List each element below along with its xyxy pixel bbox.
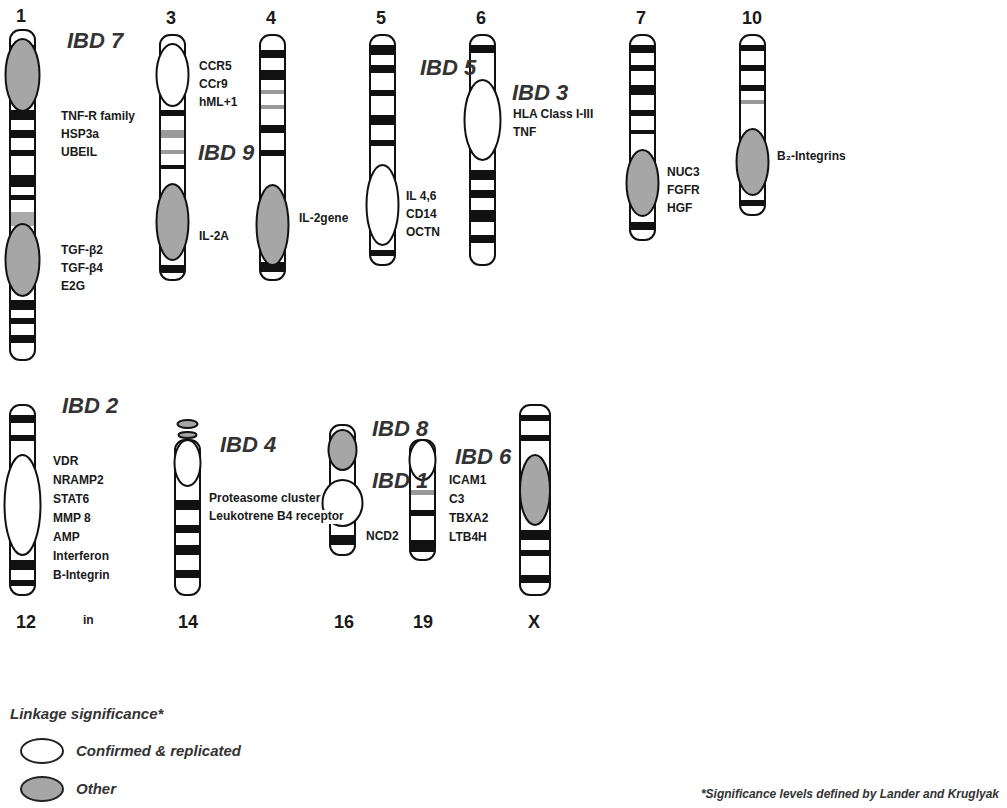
gene-label: HGF: [666, 202, 693, 216]
chromosome-number: 6: [476, 8, 486, 29]
chromosome: [520, 405, 550, 595]
chromosome-number: 1: [16, 6, 26, 27]
locus-label: IBD 1: [372, 468, 428, 493]
gene-label: IL 4,6: [405, 190, 437, 204]
locus-label: IBD 5: [420, 55, 476, 80]
gene-label: Interferon: [52, 550, 110, 564]
chromosome: [323, 425, 363, 555]
locus-label: IBD 4: [220, 432, 276, 457]
gene-label: HLA Class I-III: [512, 108, 594, 122]
chromosome-number: 7: [636, 8, 646, 29]
locus-label: IBD 9: [198, 140, 254, 165]
chromosome: [410, 440, 436, 560]
gene-label: LTB4H: [448, 531, 488, 545]
gene-label: CCR5: [198, 60, 233, 74]
gene-label: NUC3: [666, 166, 701, 180]
chromosome-number: 16: [334, 612, 354, 633]
gene-label: B-Integrin: [52, 569, 111, 583]
legend-title: Linkage significance*: [10, 705, 163, 722]
gene-label: NRAMP2: [52, 474, 105, 488]
gene-label: HSP3a: [60, 128, 100, 142]
locus-label: IBD 8: [372, 416, 428, 441]
gene-label: CCr9: [198, 78, 229, 92]
gene-label: AMP: [52, 531, 81, 545]
gene-label: TNF: [512, 126, 537, 140]
chromosome-number: 12: [16, 612, 36, 633]
locus-label: IBD 6: [455, 444, 511, 469]
chromosome: [367, 35, 399, 265]
legend-swatch: [20, 738, 64, 764]
chromosome-number: 3: [166, 8, 176, 29]
gene-label: Proteasome cluster: [208, 492, 321, 506]
locus-label: IBD 3: [512, 80, 568, 105]
footnote: *Significance levels defined by Lander a…: [701, 788, 999, 802]
locus-label: IBD 2: [62, 393, 118, 418]
chromosome-number: X: [528, 612, 540, 633]
legend-text: Confirmed & replicated: [76, 742, 241, 759]
gene-label: hML+1: [198, 96, 238, 110]
chromosome-number: 10: [742, 8, 762, 29]
gene-label: TGF-β4: [60, 262, 104, 276]
gene-label: Leukotrene B4 receptor: [208, 510, 345, 524]
chromosome: [157, 35, 189, 280]
gene-label: IL-2A: [198, 230, 230, 244]
gene-label: UBEIL: [60, 146, 98, 160]
gene-label: STAT6: [52, 493, 90, 507]
chromosome: [6, 30, 40, 360]
chromosome-number: 5: [376, 8, 386, 29]
gene-label: TGF-β2: [60, 244, 104, 258]
gene-label: MMP 8: [52, 512, 92, 526]
chromosome: [257, 35, 289, 280]
chromosome-number: 19: [413, 612, 433, 633]
chromosome-number: 4: [266, 8, 276, 29]
gene-label: ICAM1: [448, 474, 487, 488]
locus-label: IBD 7: [67, 28, 123, 53]
gene-label: C3: [448, 493, 465, 507]
stray-text: in: [82, 614, 95, 628]
gene-label: TNF-R family: [60, 110, 136, 124]
gene-label: FGFR: [666, 184, 701, 198]
gene-label: NCD2: [365, 530, 400, 544]
legend-swatch: [20, 776, 64, 802]
gene-label: E2G: [60, 280, 86, 294]
legend-text: Other: [76, 780, 116, 797]
gene-label: OCTN: [405, 226, 441, 240]
gene-label: IL-2gene: [298, 212, 349, 226]
gene-label: VDR: [52, 455, 79, 469]
chromosome-number: 14: [178, 612, 198, 633]
chromosome: [5, 405, 41, 595]
gene-label: CD14: [405, 208, 438, 222]
chromosome: [627, 35, 659, 240]
gene-label: B₂-Integrins: [776, 150, 847, 164]
chromosome: [737, 35, 769, 215]
gene-label: TBXA2: [448, 512, 489, 526]
chromosome: [175, 420, 201, 595]
